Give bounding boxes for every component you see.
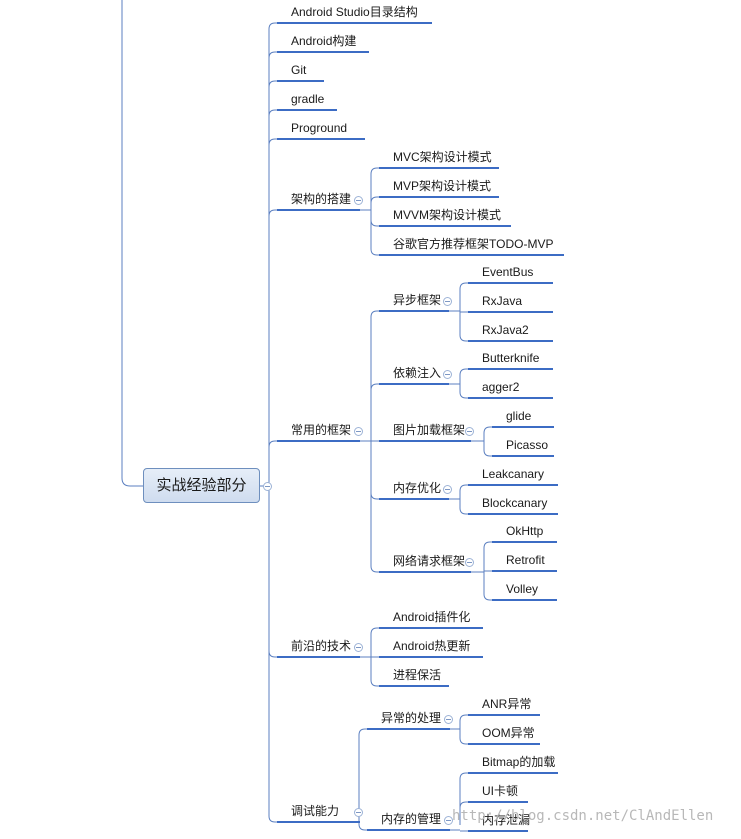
connector-branch	[370, 679, 379, 687]
collapse-toggle-icon[interactable]	[443, 370, 452, 379]
node-hotfix[interactable]: Android热更新	[393, 639, 471, 653]
node-bitmap[interactable]: Bitmap的加载	[482, 755, 556, 769]
node-leak-mem[interactable]: 内存泄漏	[482, 813, 531, 827]
connector-branch	[459, 391, 468, 399]
connector-branch	[483, 426, 492, 434]
connector-branch	[370, 627, 379, 635]
connector-branch	[268, 22, 277, 30]
node-proguard[interactable]: Proground	[291, 121, 348, 135]
collapse-toggle-icon[interactable]	[465, 558, 474, 567]
node-ui-lag[interactable]: UI卡顿	[482, 784, 519, 798]
collapse-toggle-icon[interactable]	[354, 808, 363, 817]
node-di[interactable]: 依赖注入	[393, 366, 442, 380]
node-mem-mgmt[interactable]: 内存的管理	[381, 812, 442, 826]
node-block[interactable]: Blockcanary	[482, 496, 548, 510]
node-plugin[interactable]: Android插件化	[393, 610, 471, 624]
connector-branch	[459, 368, 468, 376]
root-node[interactable]: 实战经验部分	[143, 468, 260, 503]
node-net[interactable]: 网络请求框架	[393, 554, 466, 568]
node-glide[interactable]: glide	[506, 409, 532, 423]
node-mvp[interactable]: MVP架构设计模式	[393, 179, 492, 193]
node-keepalive[interactable]: 进程保活	[393, 668, 442, 682]
connector-branch	[268, 209, 277, 217]
collapse-toggle-icon[interactable]	[443, 485, 452, 494]
connector-branch	[459, 484, 468, 492]
collapse-toggle-icon[interactable]	[444, 715, 453, 724]
node-oom[interactable]: OOM异常	[482, 726, 535, 740]
connector-branch	[358, 823, 367, 831]
node-common[interactable]: 常用的框架	[291, 423, 352, 437]
node-retrofit[interactable]: Retrofit	[506, 553, 545, 567]
connector-branch	[459, 334, 468, 342]
connector-branch	[459, 772, 468, 780]
node-frontier[interactable]: 前沿的技术	[291, 639, 352, 653]
node-leak[interactable]: Leakcanary	[482, 467, 545, 481]
connector-branch	[483, 449, 492, 457]
node-build[interactable]: Android构建	[291, 34, 357, 48]
connector-branch	[268, 440, 277, 448]
connector-branch	[370, 383, 379, 391]
connector-branch	[358, 728, 367, 736]
connector-branch	[370, 196, 379, 204]
connector-branch	[459, 282, 468, 290]
connector-branch	[268, 815, 277, 823]
connector-branch	[370, 310, 379, 318]
connector-branch	[268, 138, 277, 146]
node-git[interactable]: Git	[291, 63, 307, 77]
collapse-toggle-icon[interactable]	[444, 816, 453, 825]
node-gradle[interactable]: gradle	[291, 92, 325, 106]
connector-branch	[370, 565, 379, 573]
connector-branch	[483, 593, 492, 601]
connector-branch	[370, 248, 379, 256]
collapse-toggle-icon[interactable]	[465, 427, 474, 436]
node-anr[interactable]: ANR异常	[482, 697, 532, 711]
node-async[interactable]: 异步框架	[393, 293, 442, 307]
node-mvc[interactable]: MVC架构设计模式	[393, 150, 492, 164]
connector-branch	[268, 109, 277, 117]
node-img[interactable]: 图片加载框架	[393, 423, 466, 437]
node-debug[interactable]: 调试能力	[291, 804, 340, 818]
connector-branch	[370, 492, 379, 500]
node-rxjava2[interactable]: RxJava2	[482, 323, 529, 337]
collapse-toggle-icon[interactable]	[263, 482, 272, 491]
collapse-toggle-icon[interactable]	[354, 196, 363, 205]
node-dagger[interactable]: agger2	[482, 380, 520, 394]
connector-branch	[483, 541, 492, 549]
node-volley[interactable]: Volley	[506, 582, 539, 596]
connector-branch	[370, 167, 379, 175]
node-rxjava[interactable]: RxJava	[482, 294, 523, 308]
watermark: http://blog.csdn.net/ClAndEllen	[452, 808, 714, 824]
connector-branch	[268, 80, 277, 88]
collapse-toggle-icon[interactable]	[354, 427, 363, 436]
node-as-dir[interactable]: Android Studio目录结构	[291, 5, 418, 19]
connector-branch	[459, 737, 468, 745]
connector-branch	[370, 219, 379, 227]
connector-branch	[268, 650, 277, 658]
connector-root-incoming	[121, 0, 143, 487]
node-exc[interactable]: 异常的处理	[381, 711, 442, 725]
node-picasso[interactable]: Picasso	[506, 438, 549, 452]
collapse-toggle-icon[interactable]	[354, 643, 363, 652]
node-mvvm[interactable]: MVVM架构设计模式	[393, 208, 502, 222]
node-eventbus[interactable]: EventBus	[482, 265, 534, 279]
collapse-toggle-icon[interactable]	[443, 297, 452, 306]
connector-branch	[459, 507, 468, 515]
node-todo[interactable]: 谷歌官方推荐框架TODO-MVP	[393, 237, 554, 251]
connector-branch	[268, 51, 277, 59]
node-okhttp[interactable]: OkHttp	[506, 524, 544, 538]
connector-branch	[459, 801, 468, 809]
node-mem-opt[interactable]: 内存优化	[393, 481, 442, 495]
connector-branch	[459, 714, 468, 722]
node-butterknife[interactable]: Butterknife	[482, 351, 540, 365]
node-arch[interactable]: 架构的搭建	[291, 192, 352, 206]
